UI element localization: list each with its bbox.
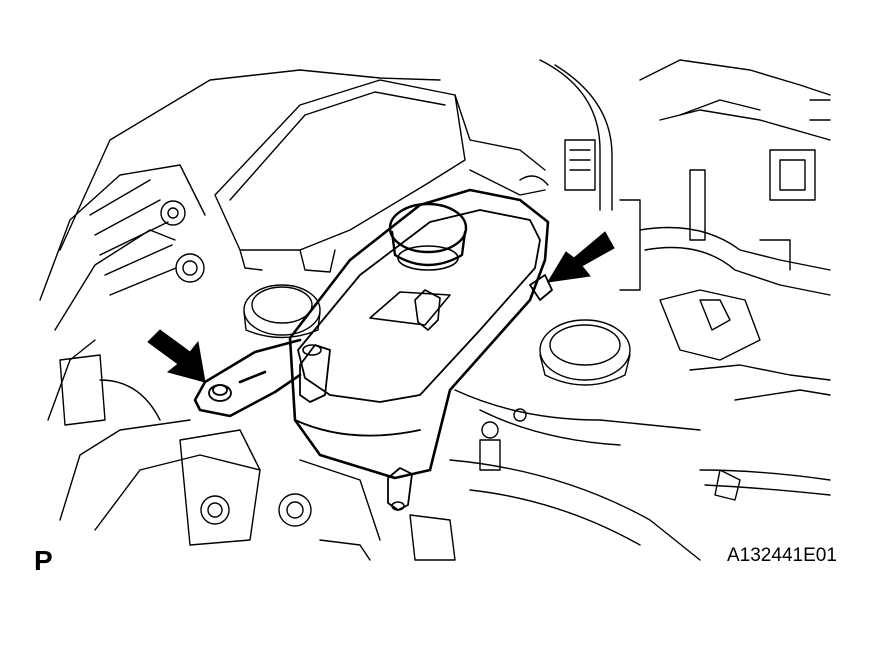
engine-bay-background: [39, 59, 831, 561]
figure-code: A132441E01: [727, 545, 837, 566]
bolt-arrow-icon: [147, 329, 206, 383]
clip-arrow-icon: [547, 231, 615, 283]
mounting-bolt: [208, 384, 232, 402]
reservoir-tank: [193, 188, 553, 511]
view-letter: P: [34, 545, 53, 576]
